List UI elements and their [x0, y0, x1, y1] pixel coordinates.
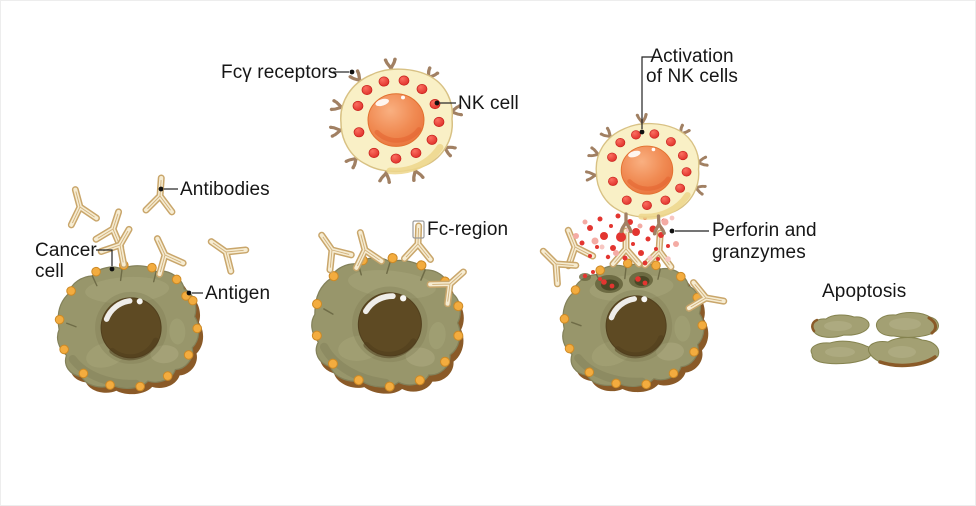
- fc-region-bracket: [412, 220, 425, 239]
- nk-cell-label: NK cell: [458, 93, 519, 114]
- leader-lines: [96, 56, 709, 296]
- antibody-icon: [311, 228, 351, 270]
- perforin-granzyme-dots: [573, 213, 679, 266]
- activation-label: Activation of NK cells: [645, 47, 739, 87]
- activation-label-line2: of NK cells: [646, 66, 738, 87]
- antibody-icon: [556, 225, 592, 265]
- antibody-icon: [63, 186, 97, 225]
- cancer-cell-attacked: [534, 225, 726, 397]
- apoptotic-cell-fragments: [810, 312, 940, 368]
- nk-cell-activated: [583, 111, 711, 238]
- fc-region-label: Fc-region: [427, 219, 509, 240]
- perforin-granzymes-label: Perforin and granzymes: [712, 220, 817, 264]
- antigen-label: Antigen: [205, 283, 271, 304]
- cancer-cell-label: Cancer cell: [35, 240, 97, 282]
- cancer-cell-label-line1: Cancer: [35, 240, 97, 261]
- cancer-cell-middle: [304, 226, 472, 402]
- fcy-receptors-label: Fcγ receptors: [221, 62, 338, 83]
- apoptosis-label: Apoptosis: [822, 281, 907, 302]
- antibodies-label: Antibodies: [180, 179, 270, 200]
- perforin-label-line2: granzymes: [712, 242, 806, 263]
- antibody-icon: [534, 242, 576, 284]
- antibody-icon: [204, 231, 246, 271]
- perforin-label-line1: Perforin and: [712, 220, 817, 241]
- perforin-pores: [579, 270, 653, 293]
- nk-cell-top: [327, 55, 465, 186]
- antibody-icon: [146, 177, 174, 212]
- activation-label-line1: Activation: [650, 46, 734, 67]
- cancer-cell-label-line2: cell: [35, 261, 64, 282]
